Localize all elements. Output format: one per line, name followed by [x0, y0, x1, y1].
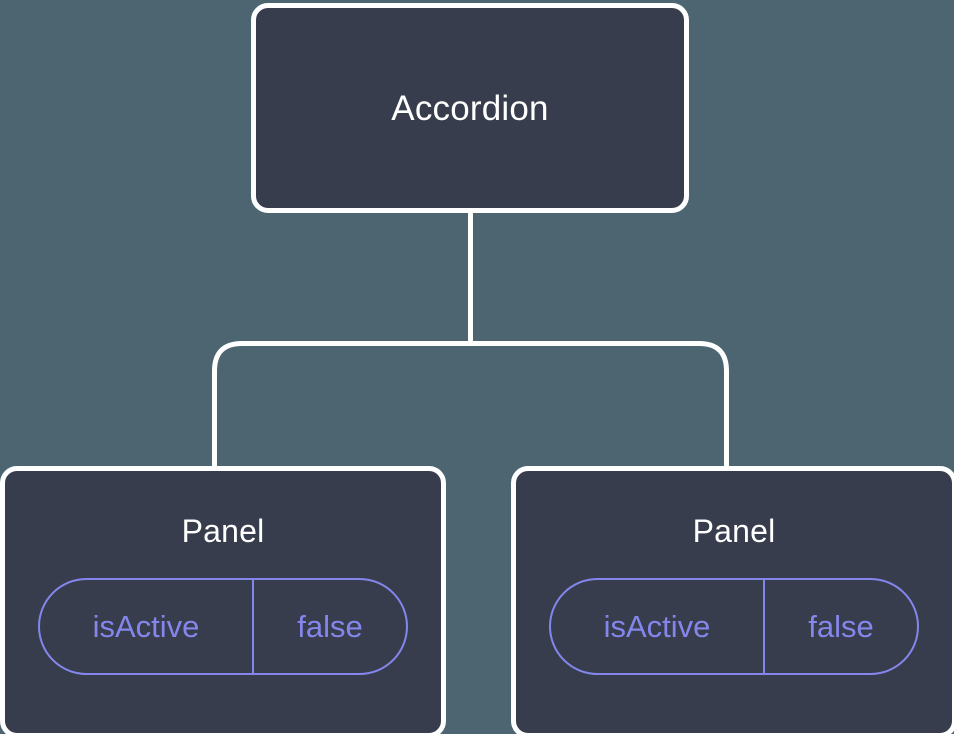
prop-divider	[252, 580, 254, 673]
prop-badge[interactable]: isActive false	[38, 578, 408, 675]
prop-key: isActive	[92, 609, 200, 644]
connector-branch-left	[212, 341, 471, 472]
prop-value: false	[297, 609, 363, 644]
node-accordion[interactable]: Accordion	[251, 3, 689, 213]
prop-value: false	[808, 609, 874, 644]
node-title: Panel	[692, 513, 776, 549]
prop-divider	[763, 580, 765, 673]
node-title: Accordion	[391, 88, 549, 128]
prop-badge[interactable]: isActive false	[549, 578, 919, 675]
connector-branch-right	[470, 341, 729, 472]
node-title: Panel	[181, 513, 265, 549]
node-panel-1[interactable]: Panel isActive false	[511, 466, 954, 734]
node-panel-0[interactable]: Panel isActive false	[0, 466, 446, 734]
prop-key: isActive	[603, 609, 711, 644]
